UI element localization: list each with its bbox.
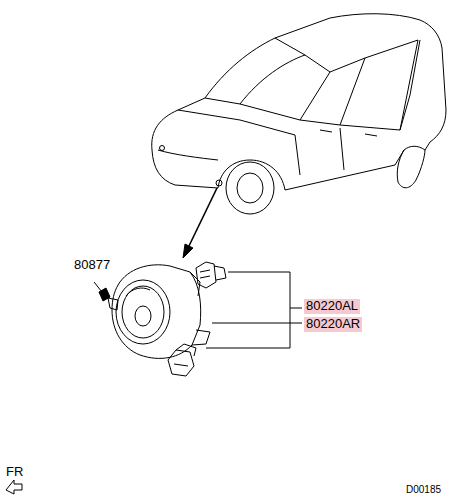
part-number: 80220AL [304,299,360,314]
direction-label: FR [6,465,23,480]
bulb [196,262,226,288]
pointer-arrowhead [183,244,193,258]
bulb-socket [168,344,196,376]
bracket [206,272,302,348]
fog-lamp [108,265,210,359]
diagram-code: D00185 [406,484,441,496]
pointer-line [188,188,217,248]
screw [94,282,110,301]
front-direction-arrow [6,480,22,494]
part-number: 80220AR [304,317,362,332]
part-number: 80877 [74,258,110,273]
vehicle-outline [152,14,446,214]
